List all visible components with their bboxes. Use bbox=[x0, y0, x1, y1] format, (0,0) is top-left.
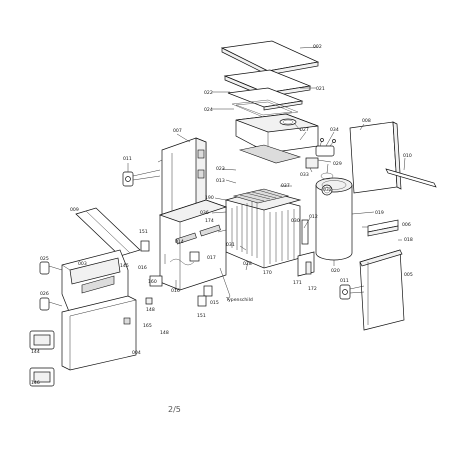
label-144: 144 bbox=[31, 349, 40, 355]
part-labels: 002 021 022 024 007 027 034 008 010 011 … bbox=[31, 44, 413, 386]
label-027: 027 bbox=[300, 127, 309, 133]
small-components bbox=[140, 240, 231, 307]
label-010: 010 bbox=[403, 153, 412, 159]
rear-panel-008 bbox=[349, 121, 402, 194]
fixing-026 bbox=[39, 297, 63, 311]
label-026: 026 bbox=[40, 291, 49, 297]
label-017: 017 bbox=[207, 255, 216, 261]
label-016a: 016 bbox=[138, 265, 147, 271]
label-033: 033 bbox=[300, 172, 309, 178]
label-018: 018 bbox=[404, 237, 413, 243]
control-cluster bbox=[299, 131, 336, 173]
label-025: 025 bbox=[40, 256, 49, 262]
screw-group-011-lower bbox=[339, 284, 365, 300]
label-005: 005 bbox=[404, 272, 413, 278]
front-cover-003 bbox=[61, 249, 129, 315]
label-165: 165 bbox=[143, 323, 152, 329]
gasket-024 bbox=[212, 99, 299, 118]
label-007: 007 bbox=[173, 128, 182, 134]
label-037: 037 bbox=[281, 183, 290, 189]
window-144 bbox=[29, 330, 55, 350]
label-032: 032 bbox=[323, 187, 332, 193]
label-030: 030 bbox=[291, 218, 300, 224]
label-148a: 148 bbox=[146, 307, 155, 313]
front-door-004 bbox=[61, 295, 137, 371]
label-011b: 011 bbox=[340, 278, 349, 284]
label-190: 190 bbox=[205, 195, 214, 201]
cylinder-top-rings bbox=[320, 163, 334, 180]
screw-group-011 bbox=[122, 163, 161, 187]
label-015: 015 bbox=[210, 300, 219, 306]
label-174: 174 bbox=[205, 218, 214, 224]
label-148b: 148 bbox=[160, 330, 169, 336]
label-020: 020 bbox=[331, 268, 340, 274]
label-160: 160 bbox=[148, 279, 157, 285]
label-151b: 151 bbox=[197, 313, 206, 319]
flue-hood bbox=[235, 113, 319, 164]
label-034: 034 bbox=[330, 127, 339, 133]
label-006: 006 bbox=[402, 222, 411, 228]
strip-010 bbox=[385, 157, 437, 188]
combustion-cylinder bbox=[315, 177, 375, 266]
label-009: 009 bbox=[70, 207, 79, 213]
label-031: 031 bbox=[226, 242, 235, 248]
label-014: 014 bbox=[175, 239, 184, 245]
page-number: 2/5 bbox=[168, 405, 181, 414]
label-003: 003 bbox=[78, 261, 87, 267]
label-151a: 151 bbox=[139, 229, 148, 235]
leader-lines bbox=[157, 159, 402, 301]
trim-bar-009 bbox=[75, 207, 141, 257]
label-145: 145 bbox=[120, 263, 129, 269]
label-146: 146 bbox=[31, 380, 40, 386]
plate-022 bbox=[212, 87, 304, 111]
label-019: 019 bbox=[375, 210, 384, 216]
label-004: 004 bbox=[132, 350, 141, 356]
label-024: 024 bbox=[204, 107, 213, 113]
heat-exchanger-fins bbox=[231, 200, 295, 264]
label-022: 022 bbox=[204, 90, 213, 96]
label-016b: 016 bbox=[171, 288, 180, 294]
label-012: 012 bbox=[309, 214, 318, 220]
label-028: 028 bbox=[243, 261, 252, 267]
label-170: 170 bbox=[263, 270, 272, 276]
label-011: 011 bbox=[123, 156, 132, 162]
boiler-body bbox=[224, 188, 302, 269]
label-171: 171 bbox=[293, 280, 302, 286]
label-002: 002 bbox=[313, 44, 322, 50]
window-146 bbox=[29, 367, 55, 387]
label-013: 013 bbox=[216, 178, 225, 184]
top-cover-002 bbox=[220, 40, 320, 76]
side-panel-005 bbox=[359, 249, 405, 331]
label-172: 172 bbox=[308, 286, 317, 292]
label-008: 008 bbox=[362, 118, 371, 124]
label-021: 021 bbox=[316, 86, 325, 92]
label-023: 023 bbox=[216, 166, 225, 172]
fixing-025 bbox=[39, 261, 63, 275]
label-029: 029 bbox=[333, 161, 342, 167]
type-plate-label: Typenschild bbox=[225, 297, 253, 303]
label-036: 036 bbox=[200, 210, 209, 216]
lower-chassis bbox=[158, 199, 228, 297]
right-inner-parts bbox=[297, 219, 399, 277]
